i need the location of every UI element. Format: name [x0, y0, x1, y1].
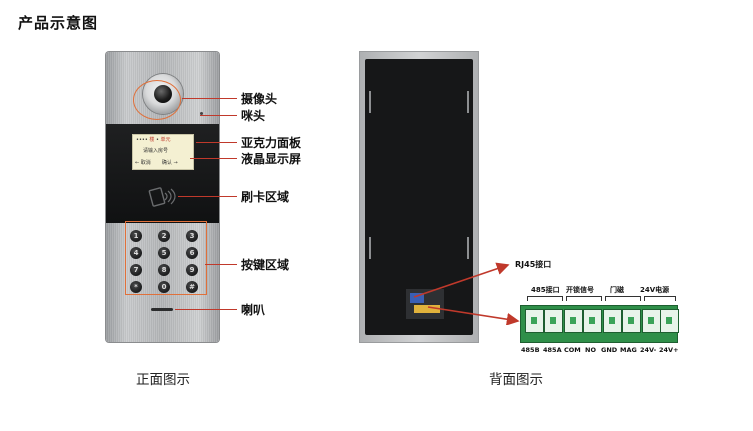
pin-24v-minus: 24V-	[640, 346, 657, 354]
leader-speaker	[175, 309, 237, 310]
label-keypad: 按键区域	[241, 258, 290, 272]
leader-camera	[182, 98, 237, 99]
circuit-board	[406, 289, 444, 319]
label-speaker: 喇叭	[241, 303, 266, 317]
front-caption: 正面图示	[136, 372, 190, 388]
leader-keypad	[205, 264, 237, 265]
pin-gnd: GND	[601, 346, 618, 354]
page-title: 产品示意图	[18, 14, 99, 32]
keypad: 1 2 3 4 5 6 7 8 9 * 0 #	[126, 228, 202, 296]
back-panel-image	[360, 52, 478, 342]
lcd-screen: •••• 楼 • 单元 请输入房号 ← 取消 确认 →	[132, 134, 194, 170]
card-reader-icon	[148, 187, 176, 207]
leader-mic	[200, 115, 237, 116]
group-unlock: 开锁信号	[566, 286, 594, 294]
label-acrylic: 亚克力面板	[241, 136, 302, 150]
leader-acrylic	[196, 142, 237, 143]
key-9: 9	[186, 264, 198, 276]
group-power: 24V电源	[640, 286, 670, 294]
camera-highlight	[133, 80, 181, 120]
label-card: 刷卡区域	[241, 190, 290, 204]
leader-card	[178, 196, 237, 197]
key-0: 0	[158, 281, 170, 293]
group-door: 门磁	[610, 286, 624, 294]
pin-485b: 485B	[521, 346, 540, 354]
pin-mag: MAG	[620, 346, 637, 354]
callout-arrows	[413, 262, 520, 325]
group-485: 485接口	[531, 286, 560, 294]
key-3: 3	[186, 230, 198, 242]
speaker-slot	[151, 308, 173, 311]
rj45-label: RJ45接口	[515, 260, 552, 269]
key-8: 8	[158, 264, 170, 276]
label-lcd: 液晶显示屏	[241, 152, 302, 166]
pin-no: NO	[585, 346, 596, 354]
key-1: 1	[130, 230, 142, 242]
pin-24v-plus: 24V+	[659, 346, 679, 354]
pin-485a: 485A	[543, 346, 562, 354]
terminal-block	[520, 305, 679, 343]
key-7: 7	[130, 264, 142, 276]
pin-com: COM	[564, 346, 581, 354]
key-6: 6	[186, 247, 198, 259]
label-camera: 摄像头	[241, 92, 278, 106]
key-5: 5	[158, 247, 170, 259]
key-4: 4	[130, 247, 142, 259]
keypad-highlight	[125, 221, 207, 295]
leader-lcd	[190, 158, 237, 159]
acrylic-panel: •••• 楼 • 单元 请输入房号 ← 取消 确认 →	[106, 124, 219, 223]
key-2: 2	[158, 230, 170, 242]
back-caption: 背面图示	[489, 372, 543, 388]
key-hash: #	[186, 281, 198, 293]
microphone-hole	[200, 112, 203, 115]
key-star: *	[130, 281, 142, 293]
label-mic: 咪头	[241, 109, 266, 123]
